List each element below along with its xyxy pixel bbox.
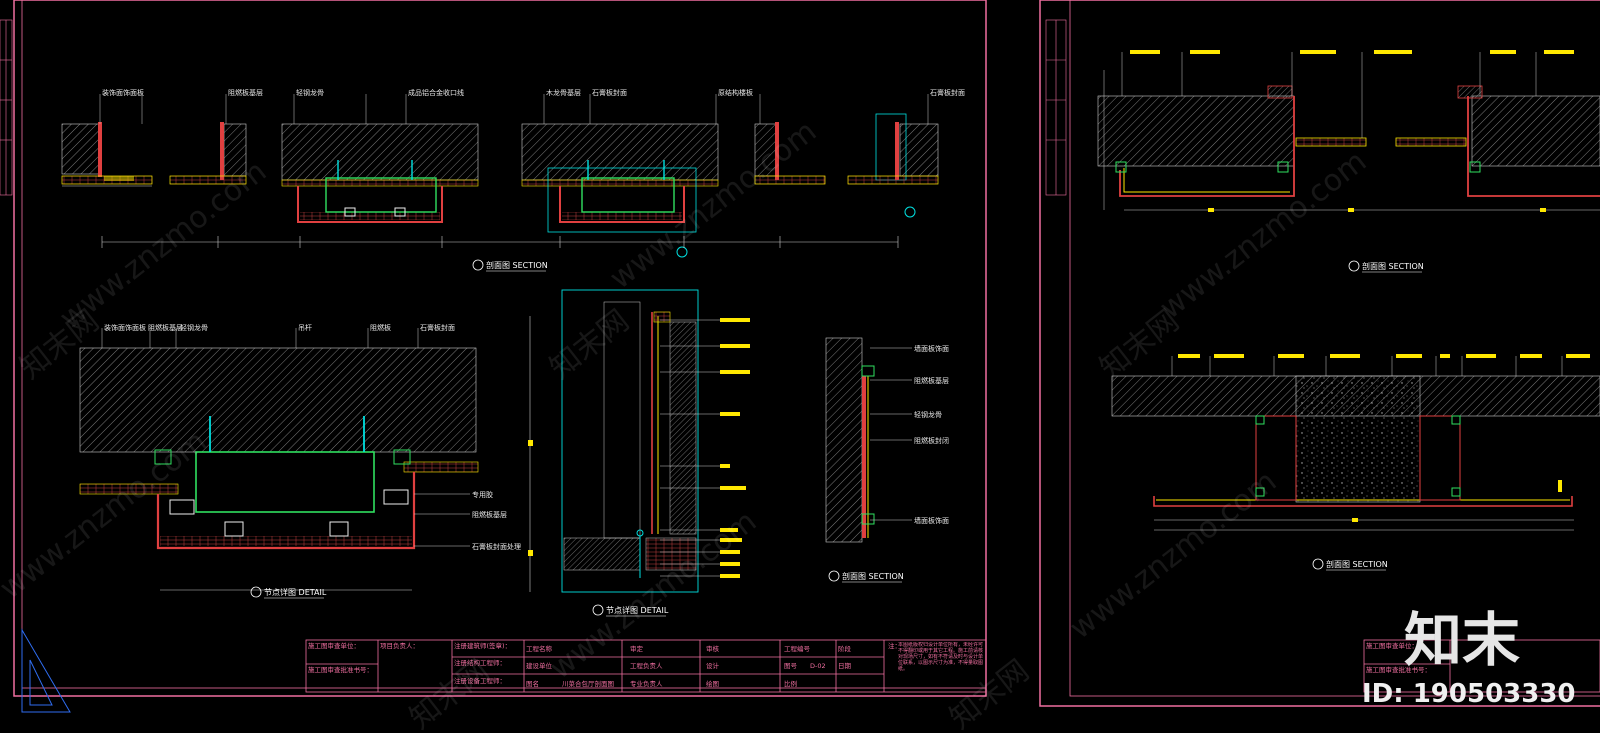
watermark-url: www.znzmo.com [1063,464,1283,646]
detail-2-title: 节点详图 DETAIL [606,605,669,615]
tb-drawing-title-label: 图名 [526,679,539,688]
tb-check: 审核 [706,644,720,653]
tb-equip-eng: 注册设备工程师： [454,676,506,685]
section-a-label: 成品铝合金收口线 [408,88,464,97]
section-a-label: 原结构楼板 [718,88,753,97]
tb-client: 建设单位 [526,661,553,670]
tb-date: 日期 [838,662,852,670]
detail-1-labels: 装饰面饰面板 阻燃板基层 轻钢龙骨 吊杆 阻燃板 石膏板封面 专用胶 阻燃板基层… [104,323,521,551]
tb-drawing-no-label: 图号 [784,662,798,670]
tb-project-no: 工程编号 [784,644,811,653]
tb-architect: 注册建筑师(签章)： [454,641,511,650]
watermark-cn: 知末网 [403,653,495,733]
section-b-label: 墙面板饰面 [914,344,949,353]
section-b-labels: 墙面板饰面 阻燃板基层 轻钢龙骨 阻燃板封闭 墙面板饰面 [914,344,949,525]
detail-1-label: 吊杆 [298,323,312,332]
section-a-label: 轻钢龙骨 [296,88,324,97]
tb-project-name: 工程名称 [526,644,553,653]
section-a-label: 石膏板封面 [930,88,965,97]
section-b-label: 阻燃板封闭 [914,436,949,445]
image-id: ID: 190503330 [1362,679,1576,709]
tb-eng-lead: 工程负责人 [630,661,663,670]
tb-drawing-no: D-02 [810,662,826,670]
title-block-text: 施工图审查单位： 施工图审查批准书号： 项目负责人： 注册建筑师(签章)： 注册… [308,641,901,688]
brand-logo: 知末 [1404,606,1520,674]
right-tb-approval-no: 施工图审查批准书号： [1366,665,1431,674]
left-sheet-inner-frame [21,0,987,689]
tb-notes-container: 本图纸版权归设计单位所有，未经许可不得翻印或用于其它工程。施工前请核对现场尺寸，… [898,642,984,672]
tb-reviewer: 施工图审查单位： [308,641,360,650]
detail-1-label: 阻燃板基层 [148,323,183,332]
tb-struct-eng: 注册结构工程师： [454,658,506,667]
tb-design: 设计 [706,661,720,670]
detail-1-side-label: 石膏板封面处理 [472,542,521,551]
left-binding-strip [0,19,13,196]
section-a-label: 阻燃板基层 [228,88,263,97]
watermark-url: www.znzmo.com [1153,144,1373,326]
tb-spec-lead: 专业负责人 [630,679,663,688]
right-tb-reviewer: 施工图审查单位： [1366,641,1418,650]
tb-scale: 比例 [784,679,797,688]
detail-1-label: 阻燃板 [370,323,391,332]
section-a-label: 装饰面饰面板 [102,88,144,97]
title-block [305,639,987,693]
right-binding-strip [1045,19,1067,196]
watermark-url: www.znzmo.com [543,504,763,686]
right-sheet-frame [1039,0,1600,707]
section-b-label: 轻钢龙骨 [914,410,942,419]
section-b-drawing [825,337,912,543]
section-b-label: 阻燃板基层 [914,376,949,385]
section-a-label: 木龙骨基层 [546,88,581,97]
section-b-title: 剖面图 SECTION [842,571,904,581]
detail-1-title: 节点详图 DETAIL [264,587,327,597]
tb-project-lead: 项目负责人： [380,641,419,650]
section-a-drawing [61,94,939,258]
detail-1-side-label: 专用胶 [472,490,493,499]
section-a-label: 石膏板封面 [592,88,627,97]
right-section-a-drawing [1097,50,1600,212]
tb-approve: 审定 [630,644,644,653]
right-sheet-inner-frame [1069,0,1600,697]
tb-notes-label: 注： [888,641,901,650]
section-b-label: 墙面板饰面 [914,516,949,525]
tb-drawing-name: 川菜合包厅剖面图 [562,679,614,688]
detail-1-side-label: 阻燃板基层 [472,510,507,519]
right-section-a-title: 剖面图 SECTION [1362,261,1424,271]
detail-1-drawing [79,328,479,591]
detail-2-drawing [528,289,750,593]
tb-notes-text: 本图纸版权归设计单位所有，未经许可不得翻印或用于其它工程。施工前请核对现场尺寸，… [898,642,984,672]
detail-1-label: 石膏板封面 [420,323,455,332]
tb-stage: 阶段 [838,644,852,653]
right-section-b-drawing [1111,354,1600,531]
section-a-labels: 装饰面饰面板 阻燃板基层 轻钢龙骨 成品铝合金收口线 木龙骨基层 石膏板封面 原… [102,88,965,97]
right-title-block [1363,639,1600,693]
section-a-title: 剖面图 SECTION [486,260,548,270]
right-section-b-title: 剖面图 SECTION [1326,559,1388,569]
detail-1-label: 装饰面饰面板 [104,323,146,332]
drafting-triangle-icon [21,628,71,713]
tb-draw: 绘图 [706,679,719,688]
tb-approval-no: 施工图审查批准书号： [308,665,373,674]
left-sheet: 装饰面饰面板 阻燃板基层 轻钢龙骨 成品铝合金收口线 木龙骨基层 石膏板封面 原… [0,0,987,713]
right-sheet: 剖面图 SECTION [1039,0,1600,707]
detail-1-label: 轻钢龙骨 [180,323,208,332]
watermark-cn: 知末网 [543,303,635,386]
